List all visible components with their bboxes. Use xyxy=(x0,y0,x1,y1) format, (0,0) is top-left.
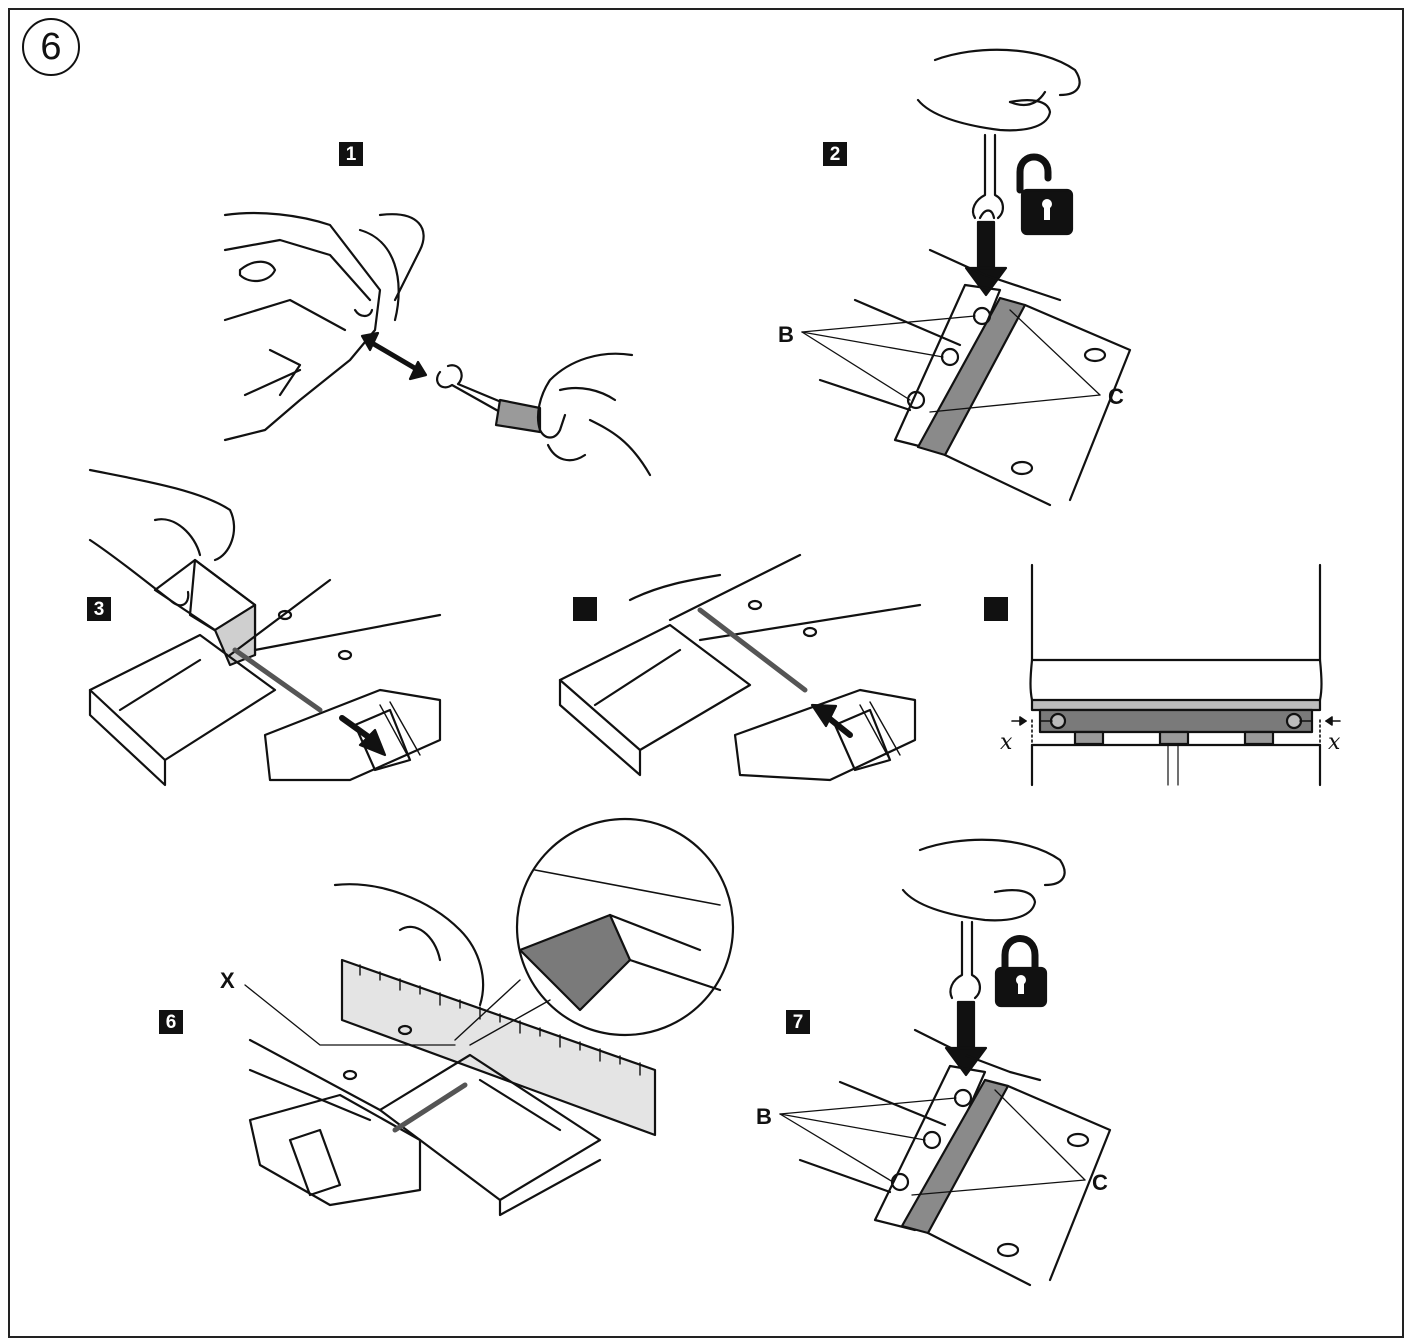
arrow-icon xyxy=(339,715,387,757)
step-badge-5 xyxy=(984,597,1008,621)
leader-lines-step2 xyxy=(801,309,1101,413)
down-arrow-icon xyxy=(964,220,1008,297)
step-badge-3: 3 xyxy=(87,597,111,621)
leader-lines-step7 xyxy=(779,1089,1086,1196)
callout-b-step2: B xyxy=(778,322,794,347)
gap-arrow-icon xyxy=(1011,716,1341,746)
step-badge-7: 7 xyxy=(786,1010,810,1034)
callout-c-step7: C xyxy=(1092,1170,1108,1195)
magnifier-circle xyxy=(454,817,735,1046)
arrow-icon xyxy=(810,703,853,738)
drum-detail xyxy=(1029,563,1323,787)
gap-label-left: x xyxy=(1000,730,1013,755)
wrench-icon xyxy=(971,133,1004,220)
step-badge-6: 6 xyxy=(159,1010,183,1034)
gap-label-right: x xyxy=(1328,730,1341,755)
hand-icon xyxy=(901,838,1066,922)
callout-c-step2: C xyxy=(1108,384,1124,409)
blade-assembly-step7 xyxy=(798,1028,1112,1287)
planer-base-step4 xyxy=(558,553,922,782)
planer-base-step6 xyxy=(248,1024,602,1217)
double-arrow-icon xyxy=(360,331,428,381)
wood-block xyxy=(153,558,257,667)
leader-line-x xyxy=(244,984,456,1046)
step-badge-4 xyxy=(573,597,597,621)
lock-icon xyxy=(994,935,1048,1008)
callout-b-step7: B xyxy=(756,1104,772,1129)
planer-body-step1 xyxy=(223,211,425,442)
step-badge-1: 1 xyxy=(339,142,363,166)
down-arrow-icon xyxy=(944,1000,988,1077)
wrench-icon xyxy=(949,920,981,1000)
planer-base-step3 xyxy=(88,578,442,787)
step-badge-2: 2 xyxy=(823,142,847,166)
hand-icon xyxy=(916,48,1081,132)
figure-number-badge: 6 xyxy=(22,18,80,76)
hand-icon xyxy=(536,352,652,477)
callout-x-step6: X xyxy=(220,968,235,993)
figure-frame xyxy=(8,8,1404,1338)
ruler xyxy=(340,958,657,1137)
unlock-icon xyxy=(1016,153,1074,236)
blade-assembly-step2 xyxy=(818,248,1132,507)
